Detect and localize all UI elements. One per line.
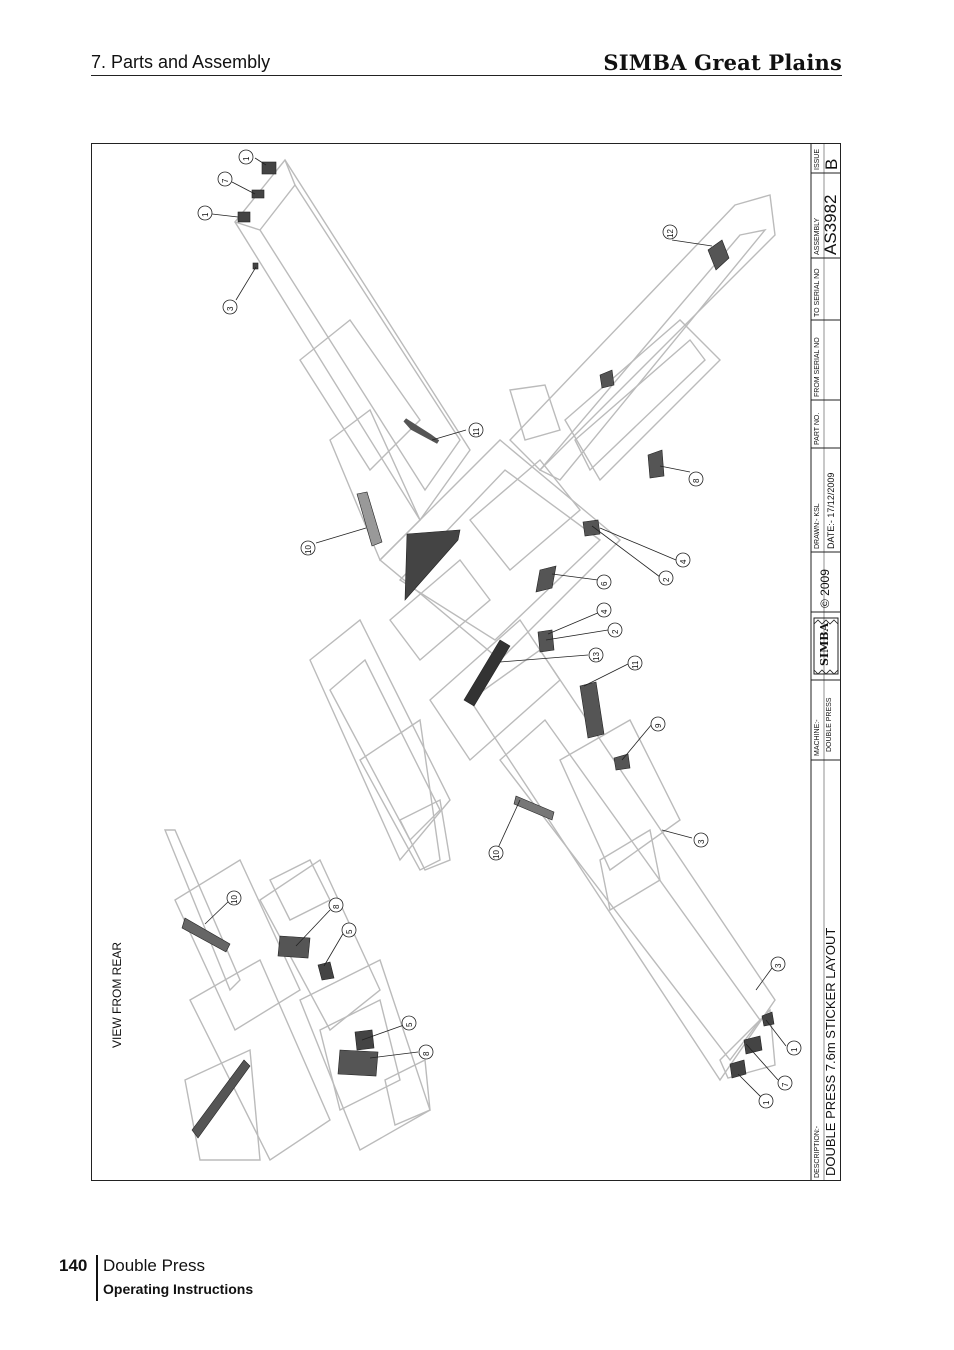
header-rule bbox=[91, 75, 842, 76]
callout-label: 7 bbox=[781, 1082, 790, 1087]
callout-label: 10 bbox=[304, 545, 313, 554]
description: DOUBLE PRESS 7.6m STICKER LAYOUT bbox=[823, 927, 838, 1176]
sticker-patch bbox=[647, 449, 665, 479]
main-frame-arm-lower-right bbox=[469, 649, 776, 1082]
callout-label: 11 bbox=[472, 427, 481, 436]
callout-label: 3 bbox=[697, 839, 706, 844]
drawing-date: DATE:- 17/12/2009 bbox=[826, 472, 836, 549]
view-label: VIEW FROM REAR bbox=[110, 941, 124, 1048]
section-title: 7. Parts and Assembly bbox=[91, 52, 271, 72]
simba-logo bbox=[813, 617, 839, 675]
sticker-patch bbox=[582, 519, 601, 537]
sticker-patch bbox=[251, 189, 265, 199]
page-number: 140 bbox=[59, 1256, 88, 1275]
callout-label: 5 bbox=[345, 929, 354, 934]
to-serial-label: TO SERIAL NO bbox=[814, 268, 821, 317]
assembly-label: ASSEMBLY bbox=[814, 217, 821, 255]
callout-label: 13 bbox=[592, 652, 601, 661]
sticker-patch bbox=[317, 961, 335, 981]
callout-circles bbox=[197, 149, 802, 1109]
sticker-patch bbox=[761, 1011, 775, 1027]
sticker-patch bbox=[707, 239, 730, 271]
callout-label: 9 bbox=[654, 723, 663, 728]
sticker-patch bbox=[252, 262, 259, 270]
sticker-patch bbox=[191, 1059, 251, 1139]
drawn-by: DRAWN:- KSL bbox=[814, 503, 821, 549]
footer-subtitle: Operating Instructions bbox=[103, 1281, 254, 1297]
title-block bbox=[810, 143, 841, 1181]
callout-label: 5 bbox=[405, 1022, 414, 1027]
callout-label: 2 bbox=[611, 629, 620, 634]
footer-title: Double Press bbox=[103, 1256, 206, 1275]
main-frame-center bbox=[378, 439, 622, 762]
sticker-patch bbox=[277, 935, 311, 959]
callout-label: 7 bbox=[221, 178, 230, 183]
callout-label: 8 bbox=[692, 478, 701, 483]
copyright: © 2009 bbox=[818, 569, 832, 608]
issue-label: ISSUE bbox=[814, 148, 821, 170]
logo-text: SIMBA bbox=[818, 622, 831, 666]
assembly-number: AS3982 bbox=[821, 194, 840, 256]
sticker-patch bbox=[729, 1059, 747, 1079]
callout-label: 8 bbox=[422, 1051, 431, 1056]
sticker-patch bbox=[537, 629, 555, 653]
sticker-patch bbox=[599, 369, 615, 389]
sticker-patch bbox=[403, 418, 440, 444]
sticker-patch bbox=[579, 681, 605, 739]
leader-lines bbox=[204, 157, 787, 1101]
sticker-patch bbox=[463, 639, 511, 707]
sticker-patch bbox=[237, 211, 251, 223]
drawing-frame bbox=[91, 143, 841, 1181]
sticker-patch bbox=[356, 491, 383, 547]
callout-label: 12 bbox=[666, 229, 675, 238]
callout-label: 10 bbox=[492, 850, 501, 859]
callout-label: 10 bbox=[230, 895, 239, 904]
issue-letter: B bbox=[822, 158, 841, 170]
inset-view-frame bbox=[163, 829, 431, 1162]
callout-label: 6 bbox=[600, 581, 609, 586]
sticker-patch bbox=[743, 1035, 763, 1055]
machine: DOUBLE PRESS bbox=[826, 697, 833, 752]
callout-label: 1 bbox=[790, 1047, 799, 1052]
callout-label: 4 bbox=[679, 559, 688, 564]
main-frame-arm-left bbox=[234, 158, 471, 562]
sticker-patch bbox=[181, 917, 231, 953]
part-no-label: PART NO. bbox=[814, 412, 821, 445]
description-label: DESCRIPTION:- bbox=[814, 1125, 821, 1178]
callout-label: 11 bbox=[631, 660, 640, 669]
sticker-patch bbox=[535, 565, 557, 593]
brand-logo: SIMBA Great Plains bbox=[603, 50, 842, 75]
footer-divider bbox=[96, 1255, 98, 1301]
callout-label: 1 bbox=[201, 212, 210, 217]
callout-label: 3 bbox=[226, 306, 235, 311]
sticker-patch bbox=[613, 753, 631, 771]
main-frame-arm-lower-left bbox=[309, 618, 451, 871]
sticker-patch bbox=[337, 1049, 379, 1077]
sticker-marks bbox=[181, 161, 775, 1139]
callout-label: 8 bbox=[332, 904, 341, 909]
callout-label: 1 bbox=[762, 1100, 771, 1105]
callout-label: 2 bbox=[662, 577, 671, 582]
machine-label: MACHINE:- bbox=[814, 719, 821, 756]
callout-label: 1 bbox=[242, 156, 251, 161]
sticker-patch bbox=[513, 795, 555, 821]
main-frame-arm-right bbox=[509, 194, 776, 482]
callout-label: 3 bbox=[774, 963, 783, 968]
from-serial-label: FROM SERIAL NO bbox=[814, 337, 821, 397]
sticker-patch bbox=[354, 1029, 375, 1051]
callout-label: 4 bbox=[600, 609, 609, 614]
sticker-patch bbox=[404, 529, 461, 601]
